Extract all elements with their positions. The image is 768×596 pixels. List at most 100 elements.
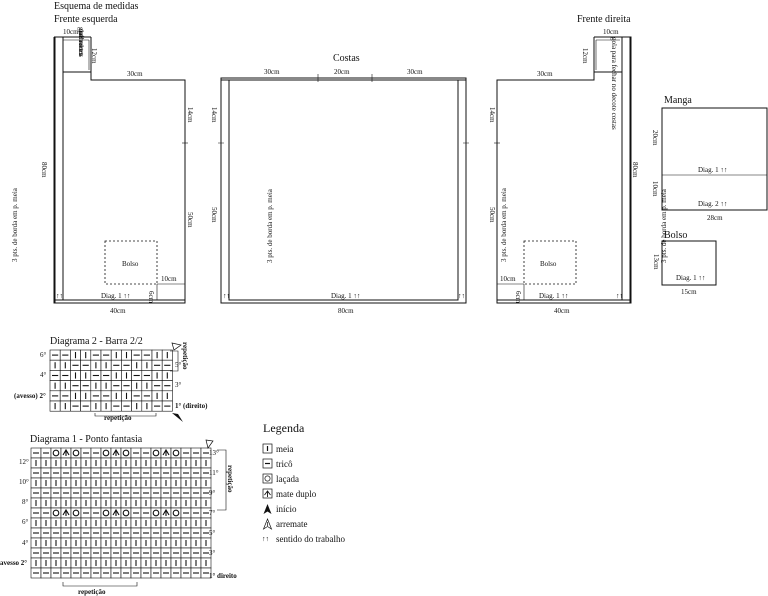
stitch-cell: [70, 507, 82, 519]
front-right-top-width: 10cm: [603, 28, 619, 36]
sleeve-title: Manga: [664, 95, 692, 106]
front-left-border-label: 3 pts. de borda em p. meia: [11, 187, 19, 262]
sleeve-width: 28cm: [707, 214, 723, 222]
back-arrows-right: ↑↑: [458, 292, 465, 300]
front-left-shoulder: [63, 37, 186, 143]
diagram1-row-12: 12°: [19, 458, 29, 466]
pocket-height: 13cm: [652, 254, 660, 270]
sleeve-h1: 20cm: [651, 130, 659, 146]
legend-item-bind-off: arremate: [276, 519, 307, 529]
back-title: Costas: [333, 53, 360, 64]
back-armhole-right: 14cm: [488, 107, 496, 123]
finish-arrow-icon: [205, 439, 214, 449]
legend: Legenda meia tricô laçada mate duplo iní…: [262, 421, 345, 544]
diagram1-row-3: 3°: [209, 549, 216, 557]
front-left-collar-note: gola para fechar no decote costas: [77, 27, 85, 57]
front-right-total-height: 80cm: [631, 162, 639, 178]
front-left-diag: Diag. 1 ↑↑: [101, 292, 130, 300]
front-left-neck-height: 12cm: [90, 48, 98, 64]
double-decrease-icon: [162, 448, 170, 456]
work-direction-icon: ↑↑: [262, 535, 269, 543]
legend-title: Legenda: [263, 421, 305, 435]
front-right-diag: Diag. 1 ↑↑: [539, 292, 568, 300]
back-side-right: 50cm: [488, 207, 496, 223]
back-border-left: 3 pts. de borda em p. meia: [266, 188, 274, 263]
stitch-cell: [170, 447, 182, 459]
back-side: 50cm: [210, 207, 218, 223]
diagram1-rep-side: repetição: [226, 465, 234, 493]
diagram2-row-4: 4°: [40, 371, 47, 379]
front-left-bottom: 40cm: [110, 307, 126, 315]
diagram1-row-7: 7°: [209, 509, 216, 517]
diagram1-title: Diagrama 1 - Ponto fantasia: [30, 434, 143, 445]
pocket-width: 15cm: [681, 288, 697, 296]
stitch-cell: [150, 447, 162, 459]
back-arrows-left: ↑↑: [223, 292, 230, 300]
sleeve-panel: Manga 20cm 10cm Diag. 1 ↑↑ Diag. 2 ↑↑ 28…: [651, 95, 768, 222]
stitch-cell: [50, 507, 62, 519]
yarn-over-icon: [102, 449, 110, 457]
front-right-panel: Frente direita 10cm gola para fechar no …: [494, 14, 668, 315]
legend-item-knit: meia: [276, 444, 294, 454]
front-right-pocket-width: 10cm: [500, 275, 516, 283]
front-left-arrows: ↑↑: [56, 292, 63, 300]
front-right-title: Frente direita: [577, 14, 631, 25]
front-right-border: [497, 37, 631, 303]
diagram2-rep-bottom: repetição: [104, 414, 132, 422]
stitch-cell: [120, 447, 132, 459]
diagram2-title: Diagrama 2 - Barra 2/2: [50, 336, 143, 347]
start-arrow-icon: [172, 413, 183, 422]
front-left-side: 50cm: [186, 212, 194, 228]
diagram1-row-13: 13°: [209, 449, 219, 457]
front-left-shoulder-width: 30cm: [127, 70, 143, 78]
stitch-cell: [150, 507, 162, 519]
front-left-top-width: 10cm: [63, 28, 79, 36]
diagram1-row-4: 4°: [22, 539, 29, 547]
front-right-collar-note: gola para fechar no decote costas: [610, 37, 618, 130]
back-shoulder-left: 30cm: [264, 68, 280, 76]
diagram1-row-11: 11°: [209, 469, 219, 477]
diagram1-rep-bottom: repetição: [78, 588, 106, 596]
double-decrease-icon: [62, 448, 70, 456]
front-right-neck-height: 12cm: [581, 48, 589, 64]
diagram1-row-2: avesso 2°: [0, 559, 27, 567]
yarn-over-icon: [52, 509, 60, 517]
back-outline: [220, 77, 467, 304]
front-right-pocket-height: 6cm: [514, 291, 522, 304]
stitch-cell: [120, 507, 132, 519]
yarn-over-icon: [122, 509, 130, 517]
diagram1-row-10: 10°: [19, 478, 29, 486]
yarn-over-icon: [102, 509, 110, 517]
front-right-pocket: [523, 240, 577, 285]
stitch-cell: [100, 447, 112, 459]
diagram1-row-1: 1° direito: [209, 572, 237, 580]
front-right-pocket-label: Bolso: [540, 260, 557, 268]
bind-off-icon: [262, 518, 273, 530]
front-left-pocket-label: Bolso: [122, 260, 139, 268]
stitch-cell: [170, 507, 182, 519]
diagram2-grid: [49, 349, 173, 412]
back-bottom: 80cm: [338, 307, 354, 315]
diagram2-row-3: 3°: [175, 381, 182, 389]
legend-item-start: início: [276, 504, 297, 514]
front-left-outline: [53, 36, 186, 304]
yarn-over-icon: [72, 449, 80, 457]
start-icon: [263, 504, 272, 514]
diagram1-row-8: 8°: [22, 498, 29, 506]
front-left-border: [54, 37, 185, 303]
diagram2-row-6: 6°: [40, 351, 47, 359]
stitch-cell: [50, 447, 62, 459]
front-left-title: Frente esquerda: [54, 14, 118, 25]
double-decrease-icon: [112, 448, 120, 456]
pocket-title: Bolso: [664, 230, 687, 241]
front-right-bottom: 40cm: [554, 307, 570, 315]
finish-arrow-icon: [171, 342, 182, 351]
legend-item-double-decrease: mate duplo: [276, 489, 317, 499]
double-decrease-icon: [162, 508, 170, 516]
yarn-over-icon: [52, 449, 60, 457]
yarn-over-icon: [152, 509, 160, 517]
back-armhole: 14cm: [210, 107, 218, 123]
diagram1-row-5: 5°: [209, 529, 216, 537]
legend-item-purl: tricô: [276, 459, 293, 469]
yarn-over-icon: [262, 473, 273, 484]
